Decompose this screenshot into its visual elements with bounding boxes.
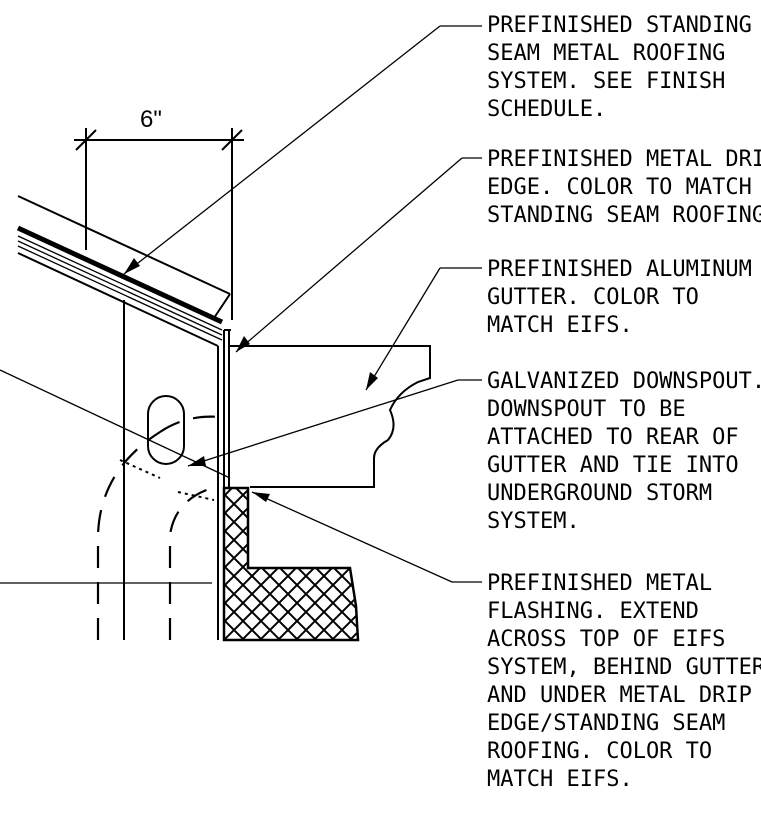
dimension-6in: 6" xyxy=(74,106,244,320)
note-line: GUTTER. COLOR TO xyxy=(487,285,699,310)
note-line: GUTTER AND TIE INTO xyxy=(487,453,739,478)
note-line: GALVANIZED DOWNSPOUT. xyxy=(487,369,761,394)
note-line: ATTACHED TO REAR OF xyxy=(487,425,739,450)
note-line: ACROSS TOP OF EIFS xyxy=(487,627,725,652)
note-line: STANDING SEAM ROOFING xyxy=(487,203,761,228)
callout-flashing: PREFINISHED METAL FLASHING. EXTEND ACROS… xyxy=(487,571,761,792)
note-line: AND UNDER METAL DRIP xyxy=(487,683,752,708)
callout-roofing: PREFINISHED STANDING SEAM METAL ROOFING … xyxy=(487,13,761,122)
note-line: PREFINISHED METAL xyxy=(487,571,712,596)
standing-seam-roof xyxy=(16,195,231,347)
note-line: SCHEDULE. xyxy=(487,97,606,122)
note-line: MATCH EIFS. xyxy=(487,313,633,338)
note-line: MATCH EIFS. xyxy=(487,767,633,792)
gutter-profile xyxy=(229,345,431,488)
note-line: FLASHING. EXTEND xyxy=(487,599,699,624)
note-line: PREFINISHED METAL DRIP xyxy=(487,147,761,172)
note-line: PREFINISHED ALUMINUM xyxy=(487,257,752,282)
note-line: EDGE/STANDING SEAM xyxy=(487,711,725,736)
note-line: SYSTEM. SEE FINISH xyxy=(487,69,725,94)
callout-drip-edge: PREFINISHED METAL DRIP EDGE. COLOR TO MA… xyxy=(487,147,761,228)
leader-lines xyxy=(123,25,482,583)
downspout xyxy=(96,395,229,640)
note-line: EDGE. COLOR TO MATCH xyxy=(487,175,752,200)
note-line: ROOFING. COLOR TO xyxy=(487,739,712,764)
callout-downspout: GALVANIZED DOWNSPOUT. DOWNSPOUT TO BE AT… xyxy=(487,369,761,534)
wall-lines xyxy=(0,300,231,640)
callout-notes: PREFINISHED STANDING SEAM METAL ROOFING … xyxy=(487,13,761,792)
eifs-flashing xyxy=(222,486,360,642)
note-line: PREFINISHED STANDING xyxy=(487,13,752,38)
callout-gutter: PREFINISHED ALUMINUM GUTTER. COLOR TO MA… xyxy=(487,257,761,338)
dimension-label: 6" xyxy=(140,106,162,133)
note-line: SYSTEM, BEHIND GUTTER xyxy=(487,655,761,680)
note-line: DOWNSPOUT TO BE xyxy=(487,397,686,422)
note-line: SYSTEM. xyxy=(487,509,580,534)
note-line: SEAM METAL ROOFING xyxy=(487,41,725,66)
note-line: UNDERGROUND STORM xyxy=(487,481,712,506)
